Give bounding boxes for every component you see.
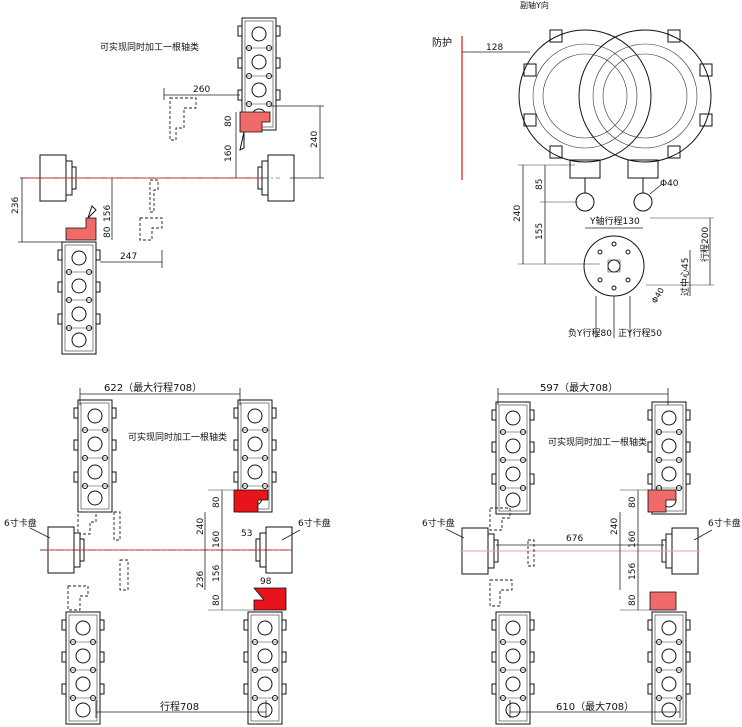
q2-center-45: 过中心45 bbox=[679, 258, 691, 296]
q2-neg-y: 负Y行程80 bbox=[568, 327, 612, 339]
q2-dim-128: 128 bbox=[486, 43, 503, 53]
red-tool-bottom bbox=[65, 217, 97, 241]
disk-turret-left-icon bbox=[518, 29, 652, 163]
q3-dim-80b: 80 bbox=[212, 594, 222, 606]
chuck-face-icon bbox=[583, 235, 645, 297]
q3-top-dim: 622（最大行程708） bbox=[104, 381, 202, 394]
turret-q4-bottom-left-icon bbox=[491, 611, 535, 725]
q4-chuck-right-label: 6寸卡盘 bbox=[708, 517, 741, 529]
q4-top-dim: 597（最大708） bbox=[540, 381, 618, 394]
q1-dim-236: 236 bbox=[11, 197, 21, 214]
q4-bottom-dim: 610（最大708） bbox=[556, 700, 634, 713]
q2-title: 副轴Y向 bbox=[520, 0, 549, 10]
q2-travel-200: 行程200 bbox=[699, 227, 711, 262]
red-tool-q4-bottom bbox=[649, 591, 677, 611]
panel-top-left: 可实现同时加工一根轴类 260 80 160 240 bbox=[11, 17, 324, 355]
q4-dim-240: 240 bbox=[610, 518, 620, 535]
turret-q3-bottom-left-icon bbox=[61, 611, 105, 725]
red-tool-q4-top bbox=[647, 489, 677, 513]
panel-top-right: 副轴Y向 防护 128 bbox=[432, 0, 714, 339]
q1-dim-80: 80 bbox=[224, 115, 234, 127]
turret-q3-bottom-right-icon bbox=[243, 611, 287, 725]
turret-bottom-icon bbox=[57, 241, 101, 355]
q4-note: 可实现同时加工一根轴类 bbox=[548, 436, 647, 448]
q4-dim-80a: 80 bbox=[628, 496, 638, 508]
q2-dim-phi40: Φ40 bbox=[660, 179, 679, 189]
turret-q4-bottom-right-icon bbox=[647, 611, 691, 725]
q4-dim-676: 676 bbox=[566, 534, 583, 544]
q4-chuck-left-label: 6寸卡盘 bbox=[422, 517, 455, 529]
q2-pos-y: 正Y行程50 bbox=[618, 327, 662, 339]
q2-dim-phi40b: Φ40 bbox=[650, 286, 666, 305]
q1-dim-260: 260 bbox=[193, 85, 210, 95]
q3-dim-80a: 80 bbox=[212, 496, 222, 508]
q4-dim-160: 160 bbox=[628, 531, 638, 548]
disk-turret-right-icon bbox=[578, 29, 712, 163]
red-tool-q3-top bbox=[233, 489, 269, 513]
q1-dim-160: 160 bbox=[224, 145, 234, 162]
q2-y-travel: Y轴行程130 bbox=[589, 215, 640, 227]
red-tool-q3-bottom bbox=[253, 587, 287, 611]
q3-bottom-dim: 行程708 bbox=[160, 700, 199, 713]
red-tool-top bbox=[239, 111, 271, 133]
q2-guard-label: 防护 bbox=[432, 36, 452, 49]
q3-dim-98: 98 bbox=[260, 577, 272, 587]
q3-dim-53: 53 bbox=[241, 529, 252, 539]
q2-dim-155: 155 bbox=[535, 223, 545, 240]
q3-note: 可实现同时加工一根轴类 bbox=[128, 431, 227, 443]
turret-q3-top-left-icon bbox=[73, 399, 117, 513]
q3-dim-240: 240 bbox=[196, 518, 206, 535]
q1-note: 可实现同时加工一根轴类 bbox=[100, 41, 199, 53]
q4-dim-156: 156 bbox=[628, 563, 638, 580]
turret-q4-top-left-icon bbox=[491, 401, 535, 515]
q2-dim-240: 240 bbox=[513, 205, 523, 222]
q1-dim-80b: 80 bbox=[103, 226, 113, 238]
q4-dim-80b: 80 bbox=[628, 594, 638, 606]
q1-dim-247: 247 bbox=[120, 252, 137, 262]
q2-dim-85: 85 bbox=[535, 179, 545, 190]
panel-bottom-right: 597（最大708） 可实现同时加工一根轴类 6寸卡盘 6寸卡盘 676 80 … bbox=[422, 381, 741, 725]
q3-dim-236: 236 bbox=[196, 571, 206, 588]
q3-chuck-right-label: 6寸卡盘 bbox=[298, 517, 331, 529]
panel-bottom-left: 622（最大行程708） 可实现同时加工一根轴类 6寸卡盘 6寸卡盘 80 24… bbox=[4, 381, 331, 725]
q3-dim-156: 156 bbox=[212, 565, 222, 582]
q3-chuck-left-label: 6寸卡盘 bbox=[4, 517, 37, 529]
q3-dim-160: 160 bbox=[212, 531, 222, 548]
q1-dim-240: 240 bbox=[310, 131, 320, 148]
q1-dim-156: 156 bbox=[103, 205, 113, 222]
